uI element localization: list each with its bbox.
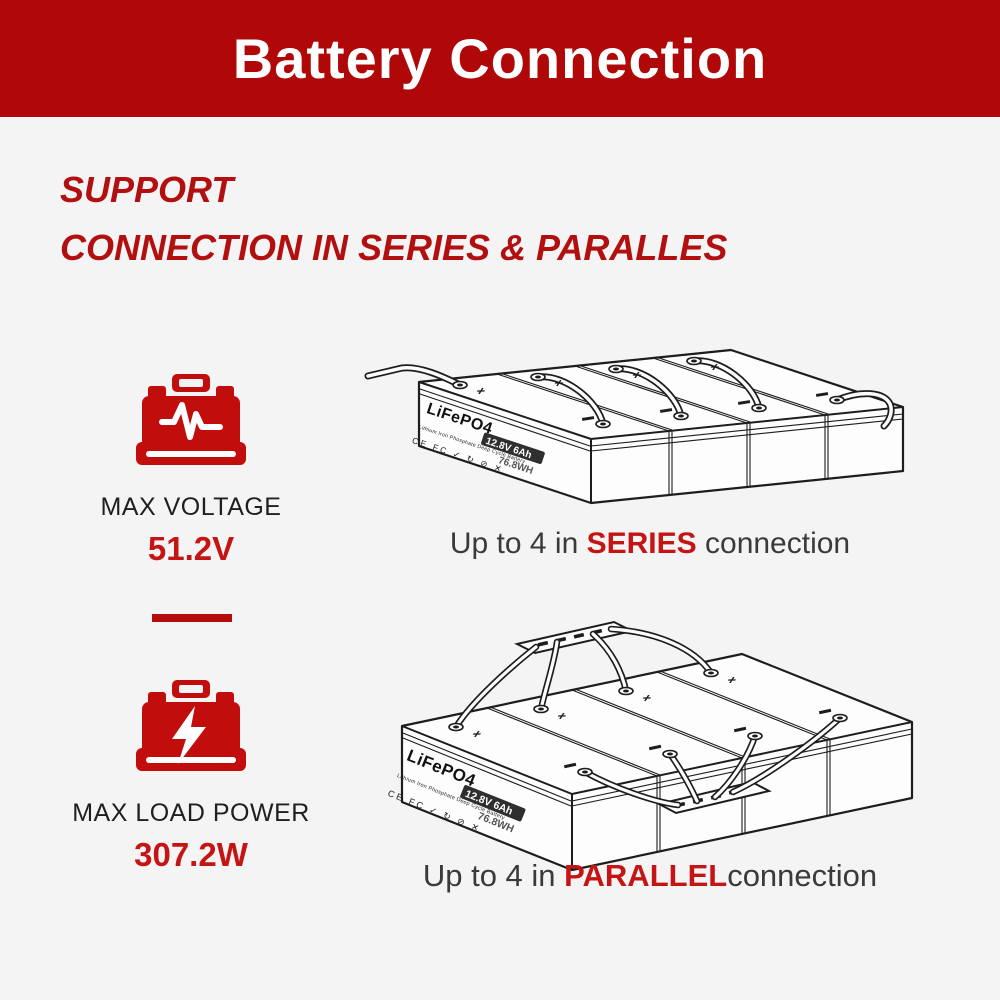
battery-badge	[460, 785, 526, 822]
support-line-2: CONNECTION IN SERIES & PARALLES	[60, 227, 728, 268]
series-terminals	[452, 356, 845, 429]
section-divider	[152, 614, 232, 622]
spec-value: 51.2V	[147, 530, 235, 567]
battery-badge	[481, 432, 545, 465]
parallel-diagram: + + + + LiFePO4 Lithium Iron Phosphate D…	[352, 606, 997, 881]
series-caption-suffix: connection	[696, 527, 851, 560]
support-line-1: SUPPORT	[60, 169, 234, 210]
parallel-caption-highlight: PARALLEL	[564, 858, 728, 893]
spec-max-voltage: MAX VOLTAGE 51.2V	[60, 372, 322, 568]
parallel-positive-cables	[452, 625, 715, 731]
parallel-terminals	[448, 668, 848, 777]
battery-bolt-icon	[136, 680, 246, 771]
parallel-caption: Up to 4 in PARALLELconnection	[350, 858, 950, 894]
parallel-negative-cables	[581, 714, 844, 809]
series-cables	[534, 357, 895, 430]
series-caption: Up to 4 in SERIES connection	[350, 527, 950, 561]
battery-pulse-icon	[136, 374, 246, 465]
series-caption-highlight: SERIES	[586, 527, 697, 560]
series-diagram: + + + + LiFePO4 Lithium Iron Phosphate D…	[350, 296, 995, 531]
page-title: Battery Connection	[232, 27, 768, 90]
banner: Battery Connection	[0, 0, 1000, 117]
series-caption-prefix: Up to 4 in	[449, 527, 587, 560]
spec-max-load-power: MAX LOAD POWER 307.2W	[60, 678, 322, 874]
spec-value: 307.2W	[134, 836, 248, 873]
parallel-caption-suffix: connection	[727, 858, 878, 893]
spec-label: MAX LOAD POWER	[72, 799, 310, 827]
parallel-caption-prefix: Up to 4 in	[422, 858, 565, 893]
spec-label: MAX VOLTAGE	[100, 493, 282, 521]
support-text: SUPPORT CONNECTION IN SERIES & PARALLES	[60, 172, 760, 266]
